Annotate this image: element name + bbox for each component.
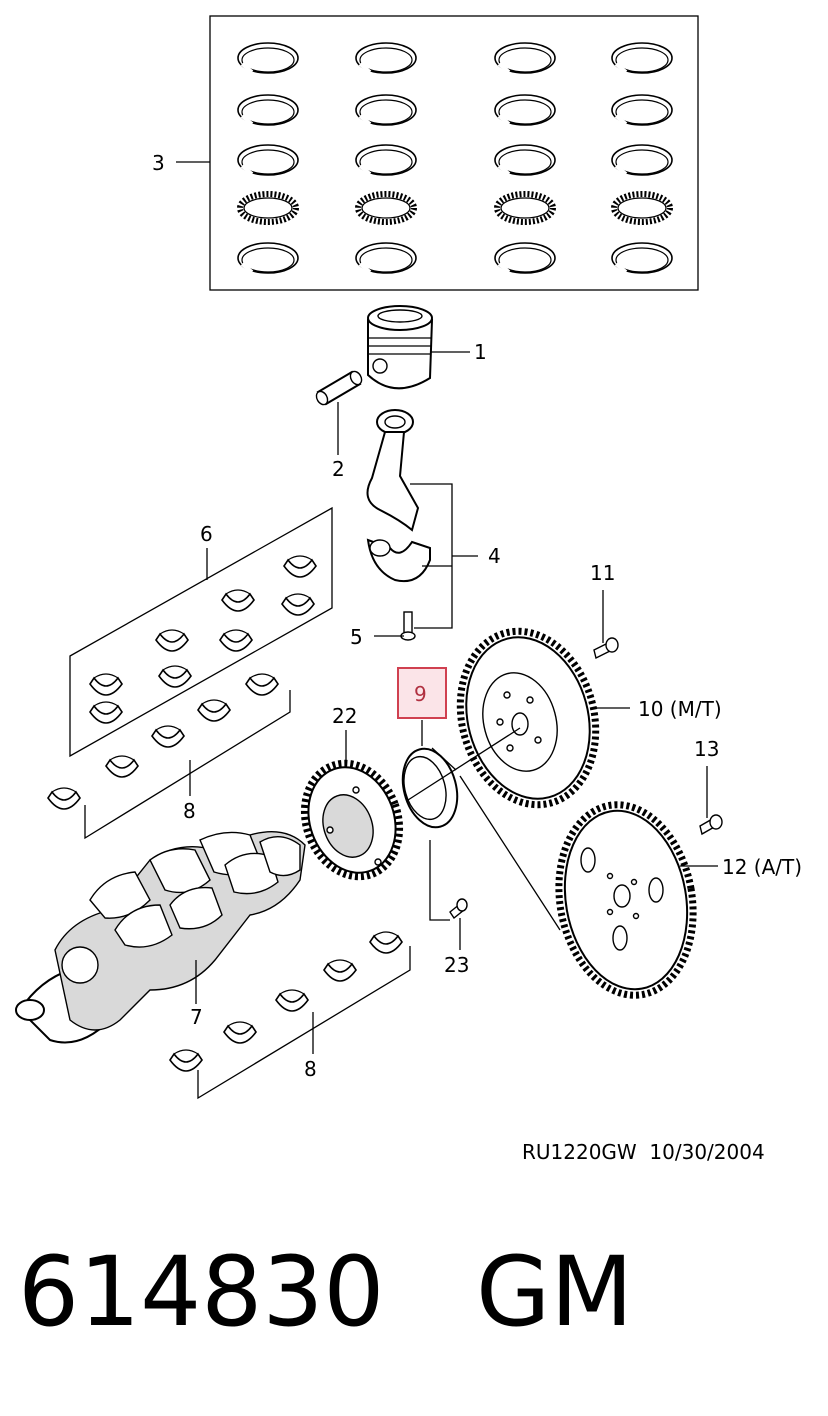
- callout-23: 23: [444, 953, 469, 977]
- crank-gear-bolt: [449, 898, 468, 920]
- bearing-shell: [323, 959, 357, 982]
- piston-ring: [355, 94, 417, 126]
- piston-ring: [355, 42, 417, 74]
- callout-8-lower: 8: [304, 1057, 317, 1081]
- bearing-shell: [151, 725, 185, 748]
- piston-ring: [355, 242, 417, 274]
- connecting-rod: [366, 409, 431, 582]
- flywheel: [456, 627, 600, 809]
- callout-4: 4: [488, 544, 501, 568]
- piston-ring: [494, 144, 556, 176]
- bearing-shell: [221, 589, 255, 612]
- callout-13: 13: [694, 737, 719, 761]
- bearing-shell: [283, 555, 317, 578]
- bearing-shell: [105, 755, 139, 778]
- piston-ring: [237, 42, 299, 74]
- flex-plate: [555, 801, 697, 999]
- callouts: 3 1 2 6 4 11 5 10 (M/T) 22 13 8 12 (A/T)…: [152, 151, 802, 1081]
- highlighted-callout-9[interactable]: 9: [397, 667, 447, 719]
- piston-ring: [494, 94, 556, 126]
- piston-ring: [355, 144, 417, 176]
- bearing-set-panel: [69, 506, 333, 758]
- piston-ring: [611, 191, 673, 225]
- callout-10: 10 (M/T): [638, 697, 722, 721]
- callout-22: 22: [332, 704, 357, 728]
- callout-9: 9: [414, 682, 427, 706]
- bearing-shell: [89, 701, 123, 724]
- bearing-shell: [158, 665, 192, 688]
- rear-oil-seal: [401, 747, 459, 829]
- callout-12: 12 (A/T): [722, 855, 802, 879]
- callout-6: 6: [200, 522, 213, 546]
- crankshaft-gear: [300, 759, 404, 881]
- piston-ring: [237, 94, 299, 126]
- crankshaft: [15, 831, 306, 1044]
- piston-ring: [611, 94, 673, 126]
- piston: [367, 305, 434, 390]
- piston-ring: [611, 242, 673, 274]
- piston-ring-set: [209, 15, 699, 291]
- callout-7: 7: [190, 1005, 203, 1029]
- piston-ring: [611, 144, 673, 176]
- piston-ring: [494, 242, 556, 274]
- bearing-shell: [197, 699, 231, 722]
- highlight-box: [397, 667, 447, 719]
- piston-ring: [494, 191, 556, 225]
- bearing-shells-middle: [47, 673, 279, 810]
- bearing-shell: [155, 629, 189, 652]
- leader-lines: [176, 161, 718, 1054]
- bearing-shells-upper: [89, 555, 317, 724]
- callout-2: 2: [332, 457, 345, 481]
- bearing-shell: [281, 593, 315, 616]
- piston-ring: [355, 191, 417, 225]
- piston-ring: [237, 242, 299, 274]
- drawing-reference-code: RU1220GW 10/30/2004: [522, 1140, 765, 1164]
- piston-pin: [315, 370, 363, 406]
- callout-5: 5: [350, 625, 363, 649]
- flywheel-bolt: [593, 637, 619, 660]
- bearing-shell: [223, 1021, 257, 1044]
- piston-ring: [494, 42, 556, 74]
- callout-8-upper: 8: [183, 799, 196, 823]
- bearing-shell: [89, 673, 123, 696]
- bearing-shell: [47, 787, 81, 810]
- bearing-shell: [245, 673, 279, 696]
- callout-1: 1: [474, 340, 487, 364]
- piston-ring: [611, 42, 673, 74]
- piston-ring: [237, 191, 299, 225]
- bearing-shells-lower: [169, 931, 403, 1072]
- bearing-shell: [169, 1049, 203, 1072]
- callout-11: 11: [590, 561, 615, 585]
- bearing-shell: [369, 931, 403, 954]
- piston-ring: [237, 144, 299, 176]
- part-number-label: 614830 GM: [18, 1236, 634, 1348]
- callout-3: 3: [152, 151, 165, 175]
- bearing-shell: [219, 629, 253, 652]
- bearing-shell: [275, 989, 309, 1012]
- flex-plate-bolt: [699, 814, 723, 836]
- connecting-rod-bolt: [400, 611, 416, 641]
